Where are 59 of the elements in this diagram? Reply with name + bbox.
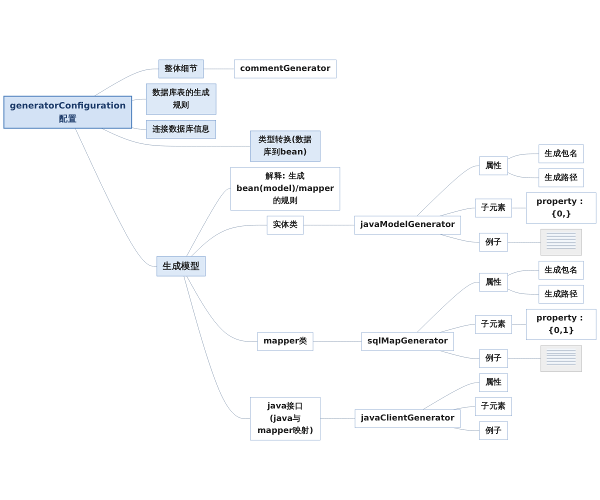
connector bbox=[184, 276, 251, 419]
node-box: 属性 bbox=[479, 272, 508, 292]
connector bbox=[507, 358, 542, 359]
node-box: sqlMapGenerator bbox=[361, 332, 454, 351]
node-box: java接口(java与mapper映射) bbox=[250, 396, 320, 440]
node-box: 属性 bbox=[479, 373, 508, 392]
node-box: property : {0,} bbox=[526, 192, 596, 224]
connector bbox=[320, 418, 356, 419]
node-box: mapper类 bbox=[257, 332, 314, 351]
connector bbox=[453, 428, 480, 431]
connector bbox=[186, 188, 231, 257]
node-box: commentGenerator bbox=[234, 60, 336, 78]
node-picture bbox=[540, 345, 582, 372]
node-box: generatorConfiguration配置 bbox=[3, 96, 132, 129]
connector bbox=[131, 98, 146, 101]
connector bbox=[94, 68, 160, 96]
node-box: 生成包名 bbox=[538, 144, 584, 164]
node-box: 子元素 bbox=[475, 315, 512, 334]
node-box: 类型转换(数据库到bean) bbox=[250, 130, 320, 162]
node-box: 生成包名 bbox=[538, 260, 584, 280]
connector bbox=[416, 282, 480, 333]
node-box: 解释: 生成bean(model)/mapper的规则 bbox=[230, 167, 340, 210]
connector bbox=[101, 128, 251, 146]
connector bbox=[440, 234, 480, 242]
connector bbox=[507, 270, 540, 276]
connector bbox=[186, 276, 258, 342]
connector bbox=[440, 350, 480, 359]
connector bbox=[440, 324, 476, 333]
connector bbox=[422, 382, 480, 410]
node-box: 属性 bbox=[479, 156, 508, 176]
node-box: 数据库表的生成规则 bbox=[146, 84, 216, 115]
node-box: 生成路径 bbox=[538, 168, 584, 188]
node-box: javaModelGenerator bbox=[354, 216, 462, 234]
connector bbox=[507, 172, 540, 178]
node-box: 生成路径 bbox=[538, 284, 584, 304]
node-box: 子元素 bbox=[475, 198, 512, 218]
node-box: 生成模型 bbox=[156, 256, 206, 276]
connector bbox=[303, 224, 355, 226]
node-box: 连接数据库信息 bbox=[146, 120, 216, 139]
node-box: 子元素 bbox=[475, 397, 512, 416]
node-box: property : {0,1} bbox=[526, 308, 596, 340]
connector bbox=[190, 224, 268, 257]
connector bbox=[453, 406, 476, 410]
connector bbox=[440, 208, 476, 216]
connector bbox=[416, 166, 480, 216]
connector bbox=[507, 288, 540, 294]
node-box: 整体细节 bbox=[158, 60, 204, 78]
connector bbox=[131, 127, 147, 130]
connector bbox=[74, 128, 158, 266]
node-picture bbox=[540, 228, 582, 256]
node-box: 实体类 bbox=[266, 216, 304, 234]
connector bbox=[511, 324, 527, 325]
connector bbox=[312, 341, 362, 342]
node-box: 例子 bbox=[479, 421, 508, 440]
connector bbox=[203, 68, 235, 70]
node-box: 例子 bbox=[479, 349, 508, 368]
connector bbox=[507, 154, 540, 160]
node-box: javaClientGenerator bbox=[354, 409, 460, 428]
node-box: 例子 bbox=[479, 232, 508, 252]
